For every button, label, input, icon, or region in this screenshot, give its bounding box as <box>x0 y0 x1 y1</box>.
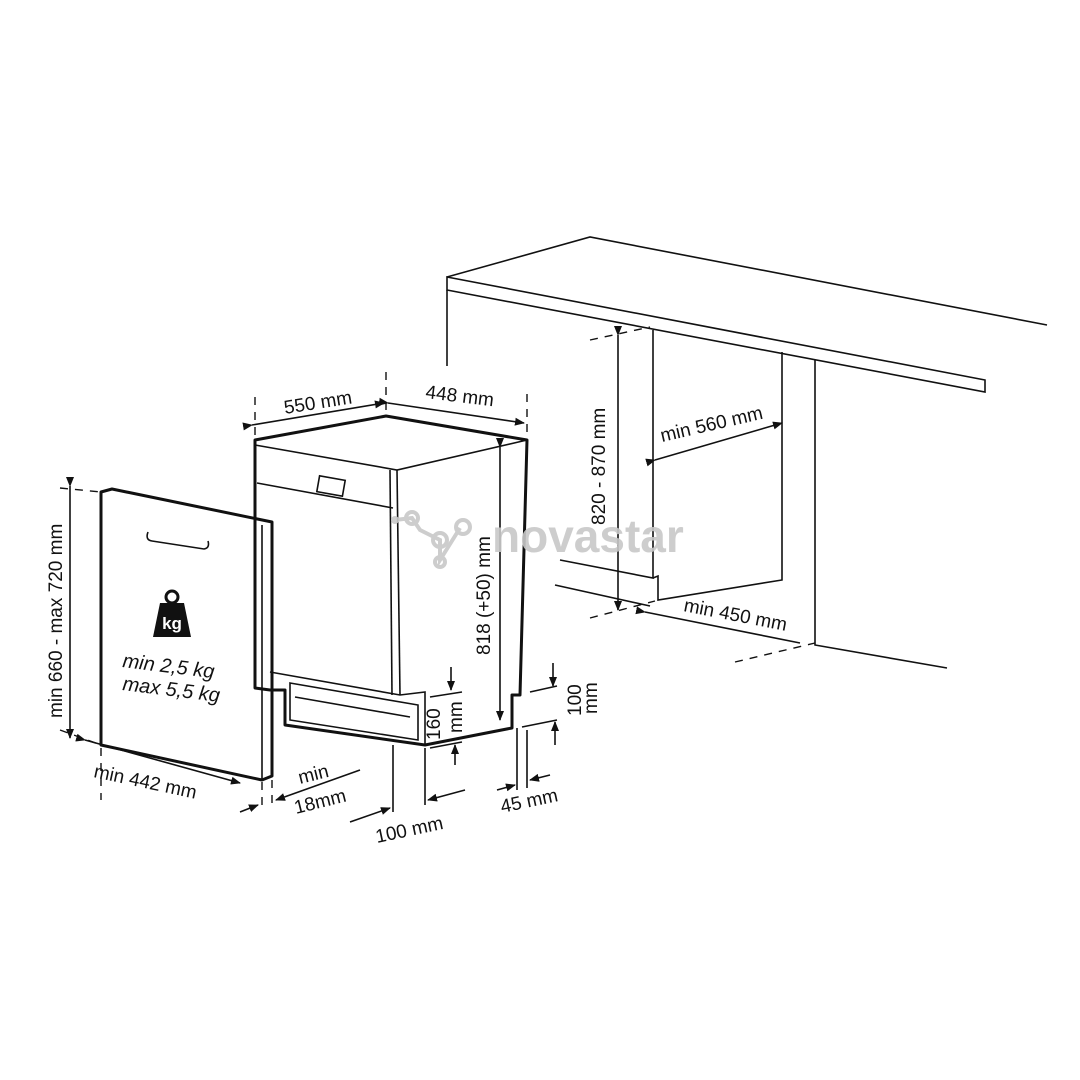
control-handle <box>315 474 347 498</box>
dishwasher <box>242 368 559 823</box>
height-label: 818 (+50) mm <box>474 536 495 655</box>
novastar-logo: novastar <box>391 510 684 569</box>
plinth-height-label-2: mm <box>446 701 467 733</box>
width-label: 448 mm <box>424 382 495 411</box>
door-handle <box>146 531 210 550</box>
niche-height-label: 820 - 870 mm <box>589 408 610 525</box>
door-thickness-label-1: min <box>296 761 331 789</box>
watermark-text: novastar <box>492 510 684 562</box>
door-height-label: min 660 - max 720 mm <box>46 524 67 718</box>
plinth-depth-label: 100 mm <box>374 813 446 848</box>
door-width-dimension <box>75 733 241 785</box>
weight-kg-icon: kg <box>153 589 191 637</box>
foot-height-label-2: mm <box>581 682 602 714</box>
foot-height-label-1: 100 <box>565 684 586 716</box>
niche-width-label: min 560 mm <box>658 403 765 447</box>
plinth-height-label-1: 160 <box>424 708 445 740</box>
niche-width-dimension <box>645 421 783 467</box>
kitchen-cabinet <box>446 236 1048 669</box>
furniture-door-panel: kg <box>59 477 361 813</box>
weight-icon-text: kg <box>162 614 182 633</box>
foot-gap-label: 45 mm <box>499 785 560 818</box>
niche-depth-dimension <box>635 606 801 644</box>
depth-dimension <box>242 400 385 431</box>
width-dimension <box>378 397 525 426</box>
